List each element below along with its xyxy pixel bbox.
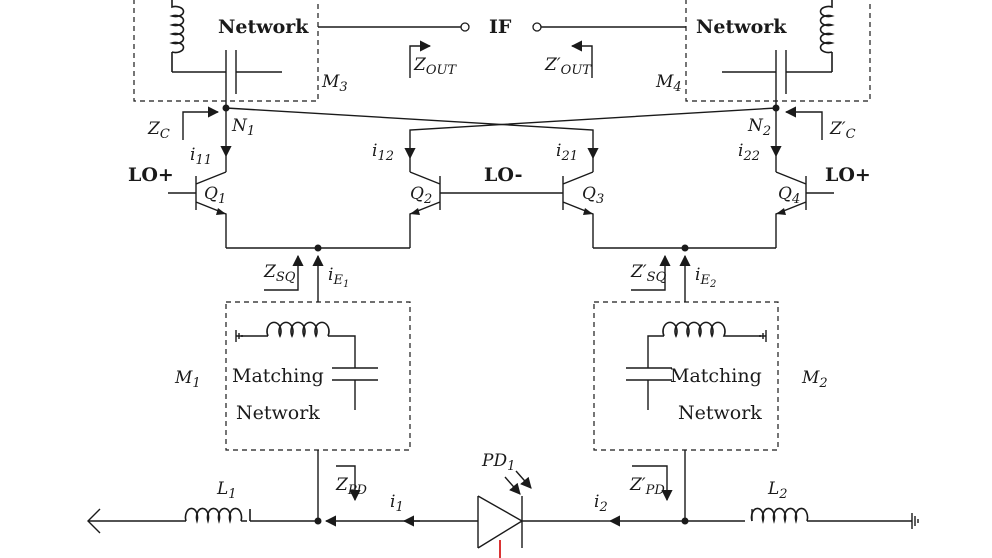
l2-label: L2: [767, 479, 788, 502]
matching-network-m2: Matching Network M2: [593, 301, 828, 451]
m4-boundary: [685, 0, 871, 102]
lo-plus-right-label: LO+: [825, 164, 871, 186]
i1-label: i1: [390, 492, 404, 515]
cross-coupling-wires: [225, 107, 777, 148]
if-terminal-left: [460, 22, 470, 32]
if-terminal-right: [532, 22, 542, 32]
m2-label: M2: [801, 368, 828, 391]
m2-network-label: Network: [678, 402, 762, 424]
zc-prime-indicator: Z′C: [784, 106, 856, 142]
n1-label: N1: [231, 116, 255, 139]
q3-label: Q3: [582, 184, 604, 207]
if-label: IF: [489, 16, 512, 38]
i11-label: i11: [190, 145, 212, 168]
zout-label: ZOUT: [413, 55, 457, 78]
m2-matching-label: Matching: [670, 365, 762, 387]
l1-label: L1: [216, 479, 237, 502]
ie2-label: iE2: [695, 265, 716, 290]
m1-matching-label: Matching: [232, 365, 324, 387]
pd1-label: PD1: [481, 451, 515, 474]
zc-prime-label: Z′C: [829, 119, 856, 142]
transistor-q2: Q2: [409, 171, 441, 248]
emitter-tail-right: Z′SQ iE2: [593, 244, 776, 302]
m4-capacitor: [722, 50, 787, 94]
zc-label: ZC: [147, 119, 170, 142]
lo-plus-left-label: LO+: [128, 164, 174, 186]
m3-network-label: Network: [218, 16, 309, 38]
lo-minus-label: LO-: [484, 164, 523, 186]
m2-inductor: [662, 321, 736, 338]
l2-inductor: [750, 507, 809, 524]
matching-network-m4: Network M4: [655, 0, 871, 102]
transistor-q3: Q3: [562, 171, 604, 248]
zout-prime-indicator: Z′OUT: [544, 40, 593, 78]
zc-indicator: ZC: [147, 106, 220, 142]
matching-network-m1: Matching Network M1: [174, 301, 411, 451]
m4-label: M4: [655, 72, 682, 95]
m1-inductor: [266, 321, 330, 338]
l1-inductor: [184, 507, 251, 524]
if-port: IF: [318, 16, 686, 38]
m3-capacitor: [225, 50, 282, 94]
m3-label: M3: [321, 72, 348, 95]
matching-network-m3: Network M3: [133, 0, 348, 102]
node-n2: N2: [747, 94, 780, 139]
i2-label: i2: [594, 492, 608, 515]
zpd-prime-label: Z′PD: [629, 475, 665, 498]
collector-currents: i11 i12 i21 i22: [190, 108, 782, 172]
m2-boundary: [593, 301, 779, 451]
zout-prime-label: Z′OUT: [544, 55, 592, 78]
q2-label: Q2: [410, 184, 432, 207]
zsq-label: ZSQ: [263, 262, 296, 285]
q1-label: Q1: [204, 184, 226, 207]
zout-indicator: ZOUT: [409, 40, 457, 78]
m1-network-label: Network: [236, 402, 320, 424]
ground-right: [911, 513, 919, 529]
zsq-prime-label: Z′SQ: [630, 262, 667, 285]
i21-label: i21: [556, 141, 578, 164]
zpd-label: ZPD: [335, 475, 368, 498]
i12-label: i12: [372, 141, 394, 164]
emitter-tail-left: ZSQ iE1: [226, 244, 410, 302]
n2-label: N2: [747, 116, 771, 139]
q4-label: Q4: [778, 184, 800, 207]
photodiode-branch: L1 i1 PD1 i2 ZPD Z′PD L2: [87, 450, 919, 558]
i22-label: i22: [738, 141, 760, 164]
m4-inductor: [819, 0, 835, 72]
transistor-q1: Q1: [168, 171, 227, 248]
ie1-label: iE1: [328, 265, 349, 290]
m3-inductor: [169, 0, 185, 72]
m4-network-label: Network: [696, 16, 787, 38]
m1-label: M1: [174, 368, 201, 391]
transistor-q4: Q4: [775, 171, 834, 248]
